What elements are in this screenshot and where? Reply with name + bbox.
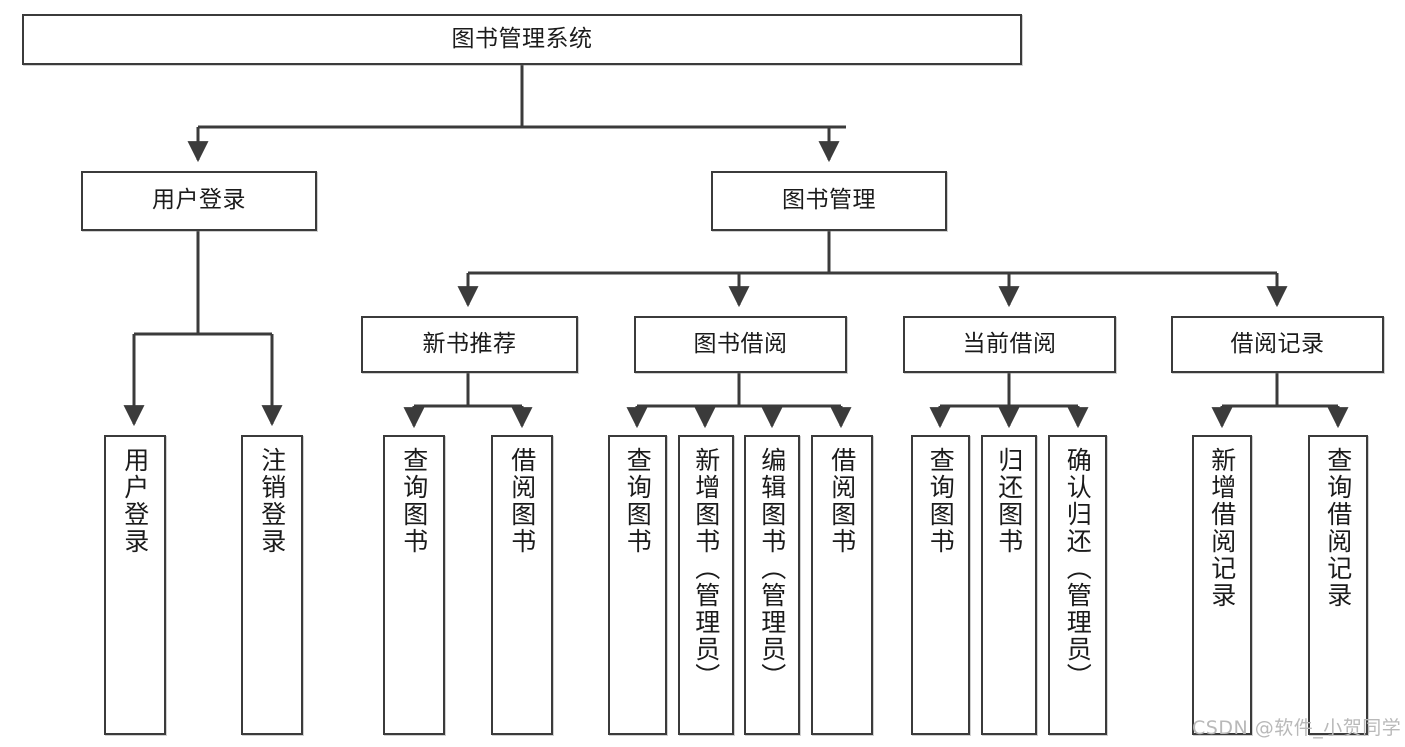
node-book-management[interactable]: 图书管理 — [711, 171, 947, 231]
node-label: 编辑图书（管理员） — [757, 447, 787, 690]
node-label: 归还图书 — [994, 447, 1024, 555]
leaf-borrow-add-book-admin[interactable]: 新增图书（管理员） — [678, 435, 734, 735]
node-new-book-recommend[interactable]: 新书推荐 — [361, 316, 578, 373]
node-label: 确认归还（管理员） — [1063, 447, 1093, 690]
node-label: 新书推荐 — [422, 330, 517, 357]
leaf-user-login-logout[interactable]: 注销登录 — [241, 435, 303, 735]
leaf-newbook-borrow-book[interactable]: 借阅图书 — [491, 435, 553, 735]
leaf-user-login-login[interactable]: 用户登录 — [104, 435, 166, 735]
node-label: 新增借阅记录 — [1207, 447, 1237, 609]
leaf-borrow-query-book[interactable]: 查询图书 — [608, 435, 667, 735]
node-label: 借阅记录 — [1230, 330, 1325, 357]
leaf-newbook-query-book[interactable]: 查询图书 — [383, 435, 445, 735]
leaf-record-query-record[interactable]: 查询借阅记录 — [1308, 435, 1368, 735]
node-book-borrow[interactable]: 图书借阅 — [634, 316, 847, 373]
node-current-borrow[interactable]: 当前借阅 — [903, 316, 1116, 373]
node-label: 当前借阅 — [962, 330, 1057, 357]
leaf-borrow-borrow-book[interactable]: 借阅图书 — [811, 435, 873, 735]
node-label: 借阅图书 — [507, 447, 537, 555]
leaf-borrow-edit-book-admin[interactable]: 编辑图书（管理员） — [744, 435, 800, 735]
leaf-record-add-record[interactable]: 新增借阅记录 — [1192, 435, 1252, 735]
node-label: 用户登录 — [120, 447, 150, 555]
node-user-login[interactable]: 用户登录 — [81, 171, 317, 231]
node-label: 查询图书 — [623, 447, 653, 555]
leaf-current-query-book[interactable]: 查询图书 — [911, 435, 970, 735]
node-label: 用户登录 — [152, 187, 246, 214]
node-label: 查询图书 — [399, 447, 429, 555]
node-root-system[interactable]: 图书管理系统 — [22, 14, 1022, 65]
node-label: 查询图书 — [926, 447, 956, 555]
node-label: 新增图书（管理员） — [691, 447, 721, 690]
csdn-watermark: CSDN @软件_小贺同学 — [1192, 717, 1402, 739]
leaf-current-return-book[interactable]: 归还图书 — [981, 435, 1037, 735]
node-label: 借阅图书 — [827, 447, 857, 555]
node-label: 查询借阅记录 — [1323, 447, 1353, 609]
node-label: 图书管理 — [782, 187, 876, 214]
node-label: 图书借阅 — [693, 330, 788, 357]
leaf-current-confirm-return-admin[interactable]: 确认归还（管理员） — [1048, 435, 1107, 735]
node-borrow-record[interactable]: 借阅记录 — [1171, 316, 1384, 373]
node-label: 注销登录 — [257, 447, 287, 555]
node-label: 图书管理系统 — [451, 25, 593, 52]
